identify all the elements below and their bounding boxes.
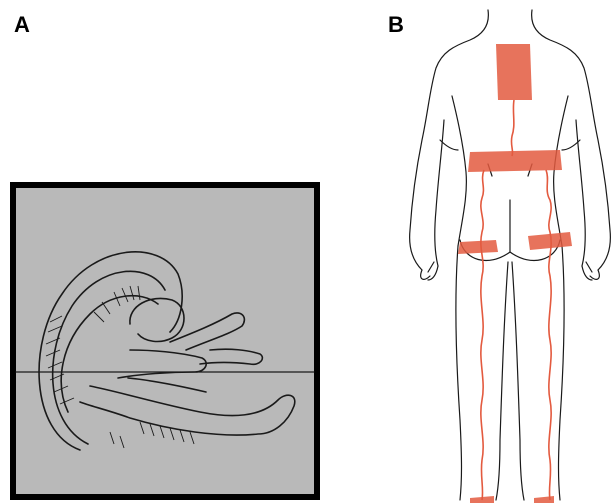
body-back-view <box>404 0 616 503</box>
lower-back-band-marking <box>468 150 562 172</box>
panel-a-label: A <box>14 12 30 38</box>
panel-b-body-diagram <box>404 0 616 503</box>
panel-a-sketch <box>10 182 320 500</box>
panel-b-label: B <box>388 12 404 38</box>
pain-markings <box>458 44 572 503</box>
curled-figure-drawing <box>10 182 320 500</box>
upper-back-marking <box>496 44 532 100</box>
left-thigh-band-marking <box>458 240 498 254</box>
